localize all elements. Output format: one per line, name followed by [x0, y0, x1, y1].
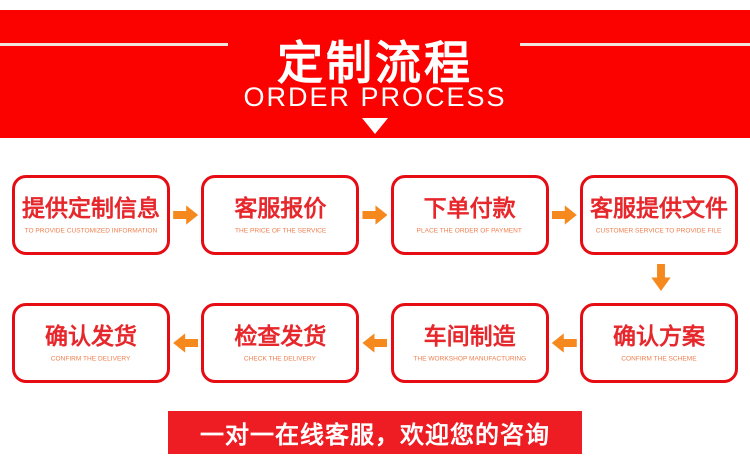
flow-step-provide-info: 提供定制信息 TO PROVIDE CUSTOMIZED INFORMATION	[12, 175, 170, 255]
page-title: 定制流程	[277, 37, 473, 89]
step-title: 确认发货	[45, 322, 137, 349]
footer-banner: 一对一在线客服，欢迎您的咨询	[168, 411, 582, 454]
step-subtitle: CUSTOMER SERVICE TO PROVIDE FILE	[596, 227, 722, 235]
flow-step-service-quote: 客服报价 THE PRICE OF THE SERVICE	[201, 175, 360, 255]
header-banner: 定制流程 ORDER PROCESS	[0, 10, 750, 138]
flow-step-confirm-scheme: 确认方案 CONFIRM THE SCHEME	[579, 303, 738, 383]
step-subtitle: THE WORKSHOP MANUFACTURING	[413, 355, 527, 363]
flow-step-check-delivery: 检查发货 CHECK THE DELIVERY	[201, 303, 360, 383]
flow-step-provide-file: 客服提供文件 CUSTOMER SERVICE TO PROVIDE FILE	[579, 175, 738, 255]
arrow-down-icon	[651, 264, 671, 291]
step-title: 提供定制信息	[22, 194, 160, 221]
step-subtitle: THE PRICE OF THE SERVICE	[234, 227, 326, 235]
step-subtitle: TO PROVIDE CUSTOMIZED INFORMATION	[24, 227, 158, 235]
arrow-left-icon	[551, 333, 577, 353]
step-subtitle: PLACE THE ORDER OF PAYMENT	[416, 227, 523, 235]
step-title: 确认方案	[612, 322, 705, 349]
arrow-left-icon	[362, 333, 388, 353]
flow-row-1: 提供定制信息 TO PROVIDE CUSTOMIZED INFORMATION…	[0, 175, 750, 255]
flow-step-workshop-manufacturing: 车间制造 THE WORKSHOP MANUFACTURING	[390, 303, 549, 383]
triangle-down-icon	[362, 118, 388, 134]
footer-text: 一对一在线客服，欢迎您的咨询	[200, 422, 550, 449]
step-title: 客服提供文件	[589, 194, 728, 221]
arrow-right-icon	[362, 205, 388, 225]
step-title: 下单付款	[423, 194, 516, 221]
step-subtitle: CONFIRM THE SCHEME	[621, 355, 697, 363]
flow-step-order-payment: 下单付款 PLACE THE ORDER OF PAYMENT	[390, 175, 549, 255]
arrow-right-icon	[173, 205, 199, 225]
arrow-left-icon	[173, 333, 199, 353]
step-title: 车间制造	[423, 322, 516, 349]
arrow-right-icon	[551, 205, 577, 225]
step-title: 检查发货	[234, 322, 327, 349]
divider-line-left	[0, 43, 228, 46]
page-subtitle: ORDER PROCESS	[243, 82, 507, 112]
flow-row-2: 确认发货 CONFIRM THE DELIVERY 检查发货 CHECK THE…	[0, 303, 750, 383]
step-subtitle: CHECK THE DELIVERY	[244, 355, 317, 363]
flow-step-confirm-delivery: 确认发货 CONFIRM THE DELIVERY	[12, 303, 170, 383]
step-title: 客服报价	[234, 194, 327, 221]
divider-line-right	[520, 43, 750, 46]
step-subtitle: CONFIRM THE DELIVERY	[51, 355, 131, 363]
